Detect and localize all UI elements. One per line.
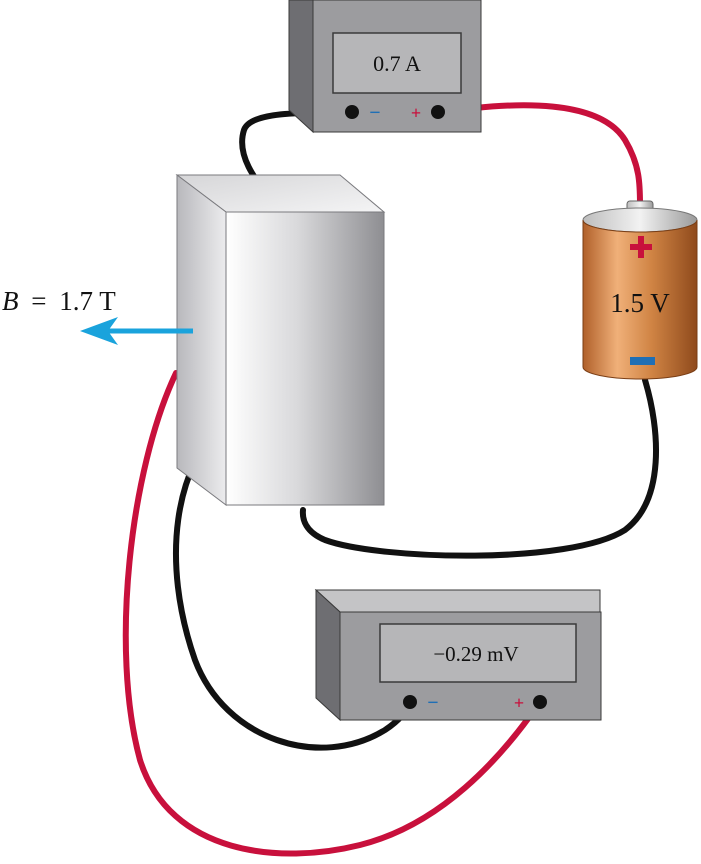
voltmeter-icon: −0.29 mV − + [314, 588, 602, 722]
ammeter-display [332, 32, 462, 94]
voltmeter-plus-terminal [533, 695, 547, 709]
ammeter-minus-sign: − [369, 102, 380, 124]
svg-text:B = 1.7 T: B = 1.7 T [2, 286, 116, 316]
voltmeter-minus-terminal [403, 695, 417, 709]
field-value: 1.7 T [59, 286, 116, 316]
wires [122, 102, 660, 857]
battery-icon: 1.5 V [582, 200, 698, 380]
battery-minus-sign-icon [630, 357, 655, 365]
field-symbol: B [2, 286, 19, 316]
voltmeter-minus-sign: − [427, 692, 438, 714]
magnetic-field-label: B = 1.7 T [2, 286, 116, 316]
ammeter-icon: 0.7 A − + [288, 0, 482, 134]
field-arrow-icon [80, 317, 193, 345]
ammeter-minus-terminal [345, 105, 359, 119]
ammeter-to-battery-red-wire [435, 102, 643, 208]
voltmeter-plus-sign: + [514, 693, 524, 713]
ammeter-reading: 0.7 A [373, 51, 421, 76]
battery-plus-sign-vertical [638, 236, 644, 258]
slab-to-voltmeter-black-wire [173, 417, 413, 751]
slab-to-voltmeter-red-wire [122, 370, 543, 857]
voltmeter-display [379, 623, 577, 683]
ammeter-plus-terminal [431, 105, 445, 119]
battery-voltage: 1.5 V [610, 288, 670, 318]
battery-to-slab-black-wire [299, 377, 660, 559]
voltmeter-reading: −0.29 mV [433, 642, 518, 666]
ammeter-plus-sign: + [411, 103, 421, 123]
field-equals: = [31, 286, 46, 316]
metal-slab-icon [175, 173, 386, 507]
